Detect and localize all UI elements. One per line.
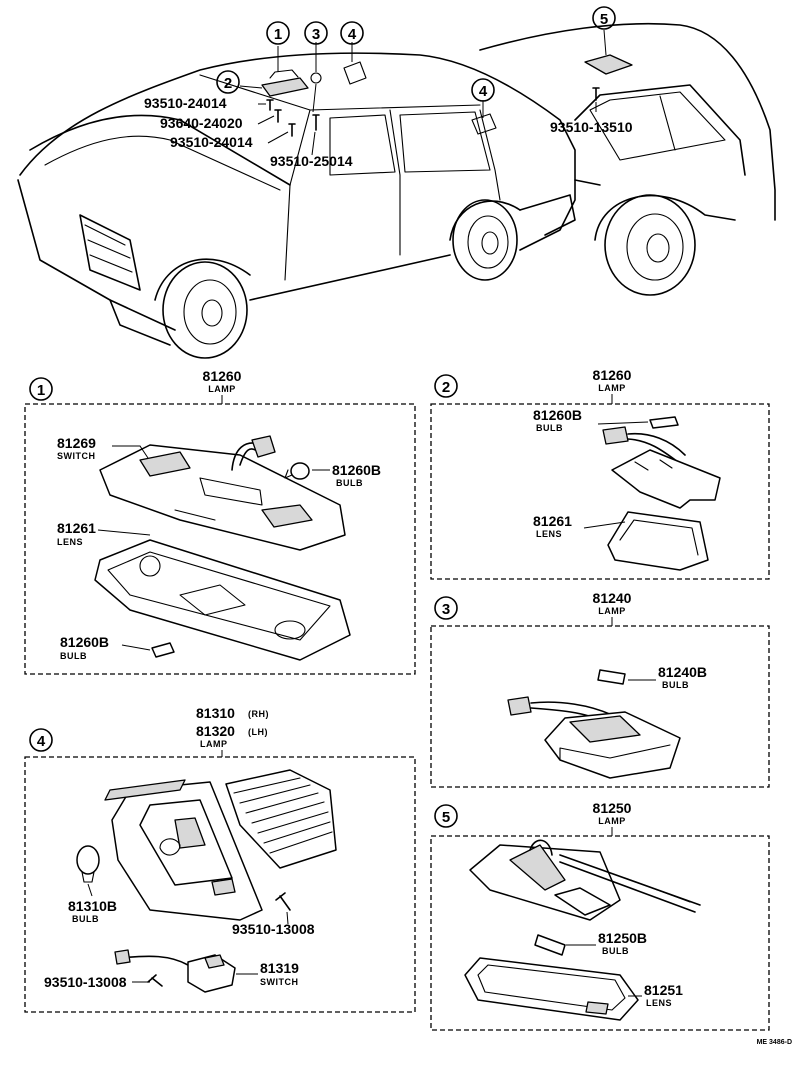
callout-2-top: 2 (224, 75, 232, 92)
panel-4-courtesy-lamp: 4 81310 (RH) 81320 (LH) LAMP (24, 705, 416, 1013)
panel-4-lamp-label: LAMP (200, 739, 228, 749)
wagon-illustration (479, 22, 776, 296)
panel-3-lamp-label: LAMP (598, 606, 626, 616)
callout-5-top: 5 (600, 11, 608, 28)
panel-4-switch-label: SWITCH (260, 977, 299, 987)
panel-4-bulb-number: 81310B (68, 898, 117, 914)
part-number-screw-3: 93510-24014 (170, 134, 253, 150)
panel-4-screw2: 93510-13008 (44, 974, 127, 990)
panel-2-bulb-label: BULB (536, 423, 563, 433)
panel-2-bulb-number: 81260B (533, 407, 582, 423)
panel-3-bulb-label: BULB (662, 680, 689, 690)
panel-1-bulb2-label: BULB (60, 651, 87, 661)
panel-2-dome-lamp: 2 81260 LAMP 81260B BULB 81261 LENS (430, 367, 770, 580)
panel-1-lens-number: 81261 (57, 520, 96, 536)
panel-3-bulb-number: 81240B (658, 664, 707, 680)
panel-1-lens-label: LENS (57, 537, 83, 547)
panel-5-lamp-label: LAMP (598, 816, 626, 826)
panel-1-lamp-label: LAMP (208, 384, 236, 394)
panel-4-bulb-label: BULB (72, 914, 99, 924)
panel-2-lens-number: 81261 (533, 513, 572, 529)
panel-4-screw1: 93510-13008 (232, 921, 315, 937)
panel-4-lamp-number-rh: 81310 (196, 705, 235, 721)
panel-4-switch-number: 81319 (260, 960, 299, 976)
panel-2-lamp-label: LAMP (598, 383, 626, 393)
roof-parts (239, 29, 633, 156)
panel-5-lens-label: LENS (646, 998, 672, 1008)
car-part-numbers: 93510-24014 93640-24020 93510-24014 9351… (144, 95, 633, 169)
callout-3-top: 3 (312, 26, 320, 43)
panel-1-lamp-number: 81260 (203, 368, 242, 384)
panel-2-callout: 2 (442, 379, 450, 396)
panel-4-callout: 4 (37, 733, 46, 750)
panel-3-lamp: 3 81240 LAMP 81240B BULB (430, 590, 770, 788)
panel-4-rh: (RH) (248, 709, 269, 719)
panel-1-bulb2-number: 81260B (60, 634, 109, 650)
panel-5-bulb-label: BULB (602, 946, 629, 956)
panel-4-lh: (LH) (248, 727, 268, 737)
footer-code: ME 3486-D (757, 1039, 792, 1046)
part-number-screw-4: 93510-25014 (270, 153, 353, 169)
part-number-screw-1: 93510-24014 (144, 95, 227, 111)
panel-5-lens-number: 81251 (644, 982, 683, 998)
panel-1-bulb-number: 81260B (332, 462, 381, 478)
car-callouts: 1 2 3 4 4 5 (216, 6, 616, 102)
callout-4-top: 4 (348, 26, 357, 43)
panel-5-luggage-lamp: 5 81250 LAMP 81250B BULB 81251 LENS (430, 800, 770, 1031)
panel-1-switch-label: SWITCH (57, 451, 96, 461)
sedan-illustration (17, 52, 576, 359)
panel-3-lamp-number: 81240 (593, 590, 632, 606)
panel-2-lens-label: LENS (536, 529, 562, 539)
part-number-screw-5: 93510-13510 (550, 119, 633, 135)
panel-5-callout: 5 (442, 809, 450, 826)
panel-5-lamp-number: 81250 (593, 800, 632, 816)
panel-2-lamp-number: 81260 (593, 367, 632, 383)
panel-5-bulb-number: 81250B (598, 930, 647, 946)
panel-1-bulb-label: BULB (336, 478, 363, 488)
part-number-screw-2: 93640-24020 (160, 115, 243, 131)
panel-1-callout: 1 (37, 382, 45, 399)
panel-1-switch-number: 81269 (57, 435, 96, 451)
callout-1-top: 1 (274, 26, 282, 43)
callout-4-side: 4 (479, 83, 488, 100)
panel-3-callout: 3 (442, 601, 450, 618)
panel-4-lamp-number-lh: 81320 (196, 723, 235, 739)
panel-1-dome-lamp: 1 81260 LAMP 81269 SWITCH 81260B B (24, 368, 416, 675)
